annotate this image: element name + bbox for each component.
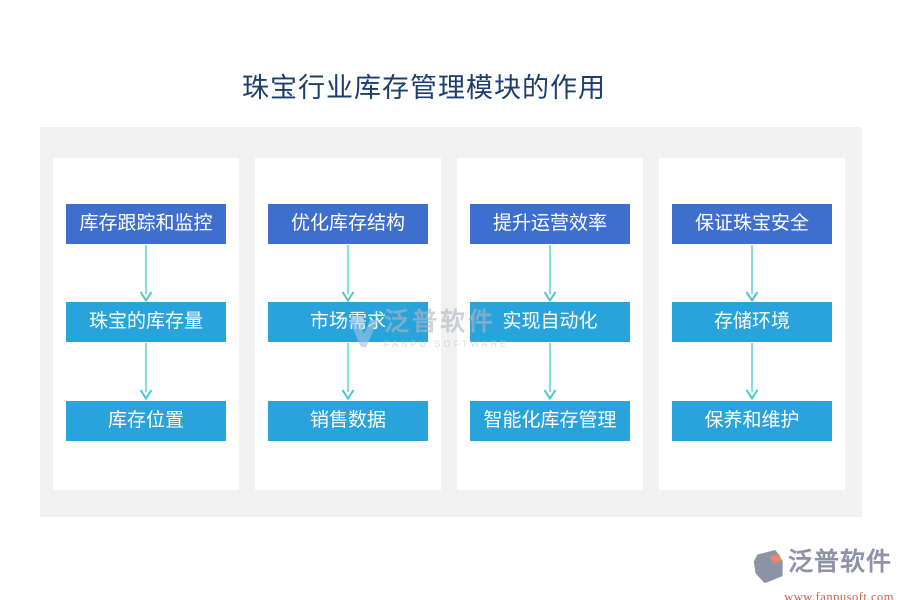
flow-box: 珠宝的库存量 <box>66 302 226 342</box>
diagram-panel: 库存跟踪和监控 珠宝的库存量 库存位置 优化库存结构 市场需求 销售数据 提升运 <box>40 127 862 517</box>
footer-brand-name: 泛普软件 <box>788 549 893 576</box>
flow-box: 保养和维护 <box>672 401 832 441</box>
flow-box: 优化库存结构 <box>268 204 428 244</box>
flow-box: 实现自动化 <box>470 302 630 342</box>
page-title: 珠宝行业库存管理模块的作用 <box>242 73 606 103</box>
arrow-down-icon <box>339 343 357 401</box>
arrow-down-icon <box>743 245 761 303</box>
flow-column-3: 提升运营效率 实现自动化 智能化库存管理 <box>457 158 643 490</box>
footer-brand: 泛普软件 www.fanpusoft.com <box>752 549 894 600</box>
flow-box: 库存跟踪和监控 <box>66 204 226 244</box>
footer-url[interactable]: www.fanpusoft.com <box>784 590 894 600</box>
arrow-down-icon <box>137 343 155 401</box>
flow-column-1: 库存跟踪和监控 珠宝的库存量 库存位置 <box>53 158 239 490</box>
flow-box: 智能化库存管理 <box>470 401 630 441</box>
arrow-down-icon <box>743 343 761 401</box>
arrow-down-icon <box>137 245 155 303</box>
flow-box: 销售数据 <box>268 401 428 441</box>
flow-box: 库存位置 <box>66 401 226 441</box>
flow-box: 存储环境 <box>672 302 832 342</box>
flow-box: 提升运营效率 <box>470 204 630 244</box>
arrow-down-icon <box>541 343 559 401</box>
flow-column-4: 保证珠宝安全 存储环境 保养和维护 <box>659 158 845 490</box>
arrow-down-icon <box>541 245 559 303</box>
flow-column-2: 优化库存结构 市场需求 销售数据 <box>255 158 441 490</box>
flow-box: 保证珠宝安全 <box>672 204 832 244</box>
fanpu-logo-icon <box>752 549 788 592</box>
flow-box: 市场需求 <box>268 302 428 342</box>
arrow-down-icon <box>339 245 357 303</box>
